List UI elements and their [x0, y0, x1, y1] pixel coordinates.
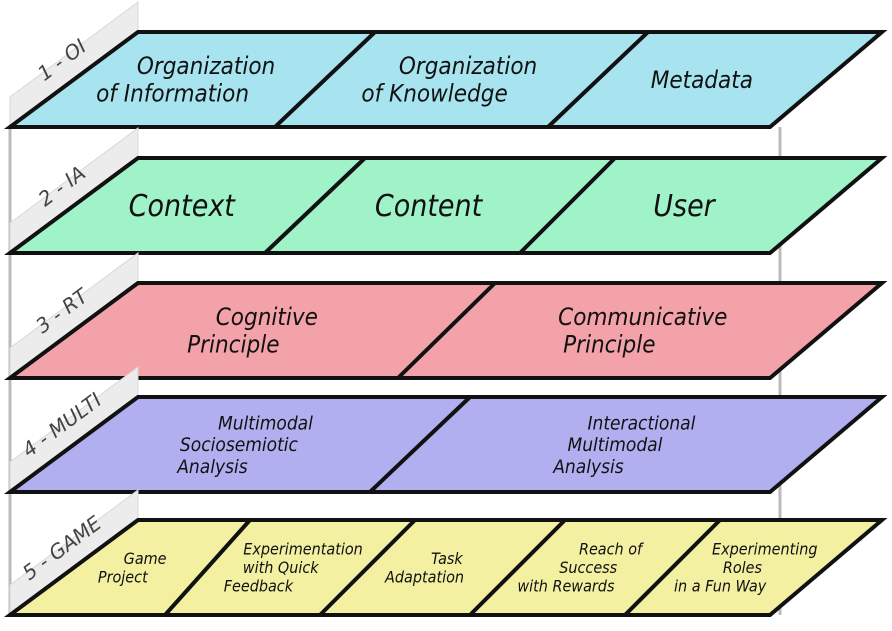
segment-divider	[546, 30, 650, 129]
layer-plane	[3, 395, 888, 494]
segment-label: Content	[375, 189, 484, 224]
segment-divider	[368, 395, 472, 494]
segment-divider	[396, 281, 497, 380]
segment-divider	[518, 156, 617, 255]
segment-divider	[623, 518, 722, 617]
segment-divider	[273, 30, 377, 129]
segment-divider	[263, 156, 367, 255]
segment-divider	[468, 518, 567, 617]
segment-label: User	[653, 189, 716, 224]
segment-label: Context	[129, 189, 237, 224]
segment-label: Metadata	[651, 66, 753, 94]
segment-divider	[163, 518, 252, 617]
layer-plane	[3, 30, 888, 129]
layer-plane	[3, 156, 888, 255]
segment-divider	[318, 518, 417, 617]
